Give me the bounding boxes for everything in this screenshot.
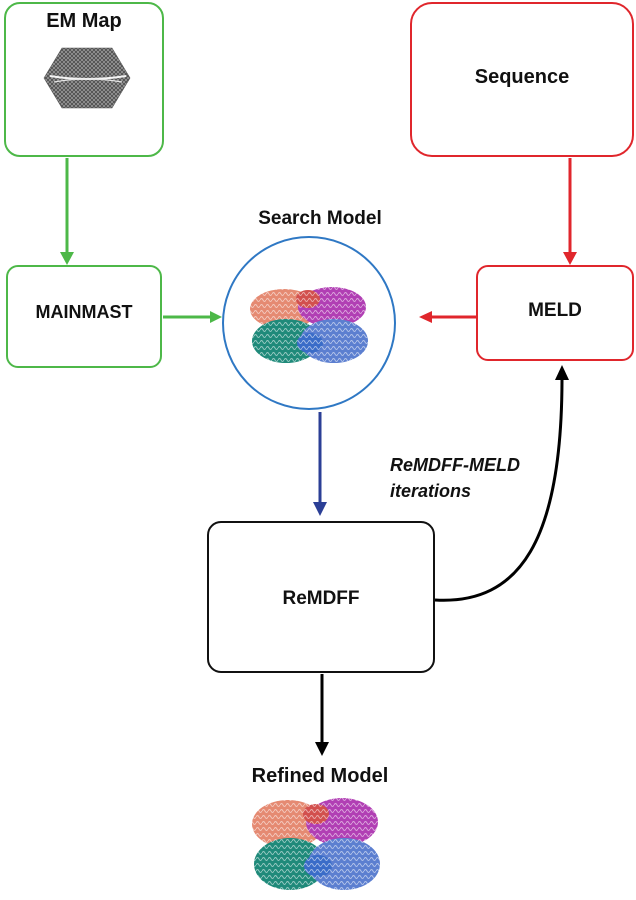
meld-label: MELD	[528, 300, 582, 321]
meld-box	[476, 265, 634, 361]
refined-model-protein-image	[250, 796, 384, 894]
remdff-label: ReMDFF	[282, 588, 360, 609]
arrow-em-map-to-mainmast	[60, 158, 74, 265]
em-map-label: EM Map	[46, 10, 122, 32]
em-density-map-image	[43, 47, 131, 109]
refined-model-label: Refined Model	[251, 765, 389, 787]
arrow-remdff-to-meld-loop	[434, 365, 569, 602]
arrow-search-model-to-remdff	[313, 412, 327, 516]
arrow-meld-to-search-model	[419, 311, 476, 323]
arrow-sequence-to-meld	[563, 158, 577, 265]
arrow-remdff-to-refined-model	[315, 674, 329, 756]
search-model-protein-image	[248, 285, 372, 367]
loop-label-line2: iterations	[390, 481, 472, 501]
sequence-box	[410, 2, 634, 157]
loop-label-line1: ReMDFF-MELD	[390, 455, 520, 475]
mainmast-label: MAINMAST	[35, 302, 133, 322]
remdff-box	[207, 521, 435, 673]
mainmast-box	[6, 265, 162, 368]
loop-label: ReMDFF-MELD iterations	[390, 452, 520, 504]
arrow-mainmast-to-search-model	[163, 311, 222, 323]
search-model-label: Search Model	[258, 208, 382, 229]
sequence-label: Sequence	[474, 66, 570, 88]
